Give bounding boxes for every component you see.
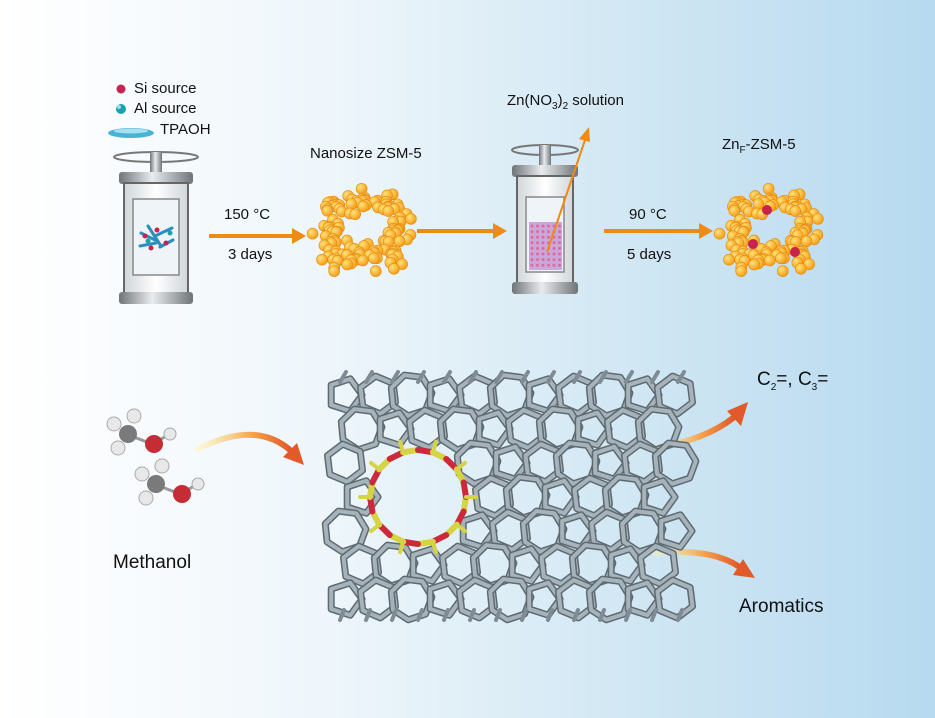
znf-zsm5-cluster-icon: [713, 182, 824, 277]
si-source-icon: [116, 84, 126, 94]
methanol-molecule-1-icon: [106, 408, 177, 456]
zn-solution-arrow: [546, 127, 590, 253]
step1-temperature: 150 °C: [224, 206, 271, 223]
step2-temperature: 90 °C: [629, 206, 667, 223]
aromatics-label: Aromatics: [739, 596, 824, 617]
arrow-step-2: [417, 223, 507, 239]
ten-member-ring-channel: [358, 439, 478, 555]
step2-time: 5 days: [627, 246, 672, 263]
nanosize-zsm5-label: Nanosize ZSM-5: [310, 145, 422, 162]
methanol-feed-arrow: [195, 431, 304, 465]
autoclave-2-icon: [511, 144, 579, 294]
arrow-step-1: [209, 228, 306, 244]
arrow-step-3: [604, 223, 713, 239]
tpaoh-icon: [108, 128, 154, 138]
methanol-label: Methanol: [113, 552, 192, 573]
step1-time: 3 days: [228, 246, 273, 263]
autoclave-1-icon: [113, 151, 199, 304]
nanosize-zsm5-cluster-icon: [306, 182, 417, 277]
si-source-label: Si source: [134, 80, 197, 97]
zeolite-framework-structure: [321, 370, 700, 624]
zn-solution-label: Zn(NO3)2 solution: [507, 92, 624, 112]
al-source-icon: [116, 104, 126, 114]
znf-zsm5-label: ZnF-ZSM-5: [722, 136, 796, 156]
methanol-molecule-2-icon: [134, 458, 205, 506]
tpaoh-label: TPAOH: [160, 121, 211, 138]
al-source-label: Al source: [134, 100, 197, 117]
olefins-label: C2=, C3=: [757, 369, 829, 393]
